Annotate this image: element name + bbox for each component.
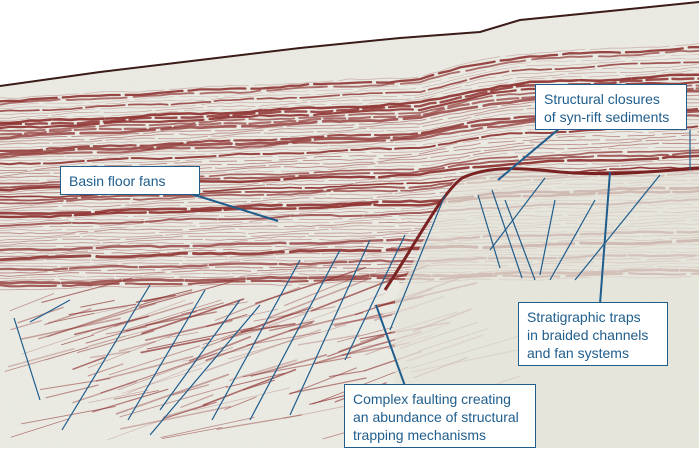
callout-stratigraphic-traps: Stratigraphic traps in braided channels … [518, 302, 668, 366]
callout-complex-faulting: Complex faulting creating an abundance o… [344, 384, 536, 448]
callout-basin-floor-fans: Basin floor fans [60, 166, 200, 195]
callout-line: trapping mechanisms [353, 426, 527, 444]
callout-line: Structural closures [544, 90, 678, 108]
callout-line: Complex faulting creating [353, 390, 527, 408]
callout-line: Basin floor fans [69, 172, 191, 190]
callout-line: in braided channels [527, 326, 659, 344]
callout-line: an abundance of structural [353, 408, 527, 426]
callout-line: of syn-rift sediments [544, 108, 678, 126]
callout-line: and fan systems [527, 344, 659, 362]
callout-line: Stratigraphic traps [527, 308, 659, 326]
callout-structural-closures: Structural closures of syn-rift sediment… [535, 84, 687, 130]
